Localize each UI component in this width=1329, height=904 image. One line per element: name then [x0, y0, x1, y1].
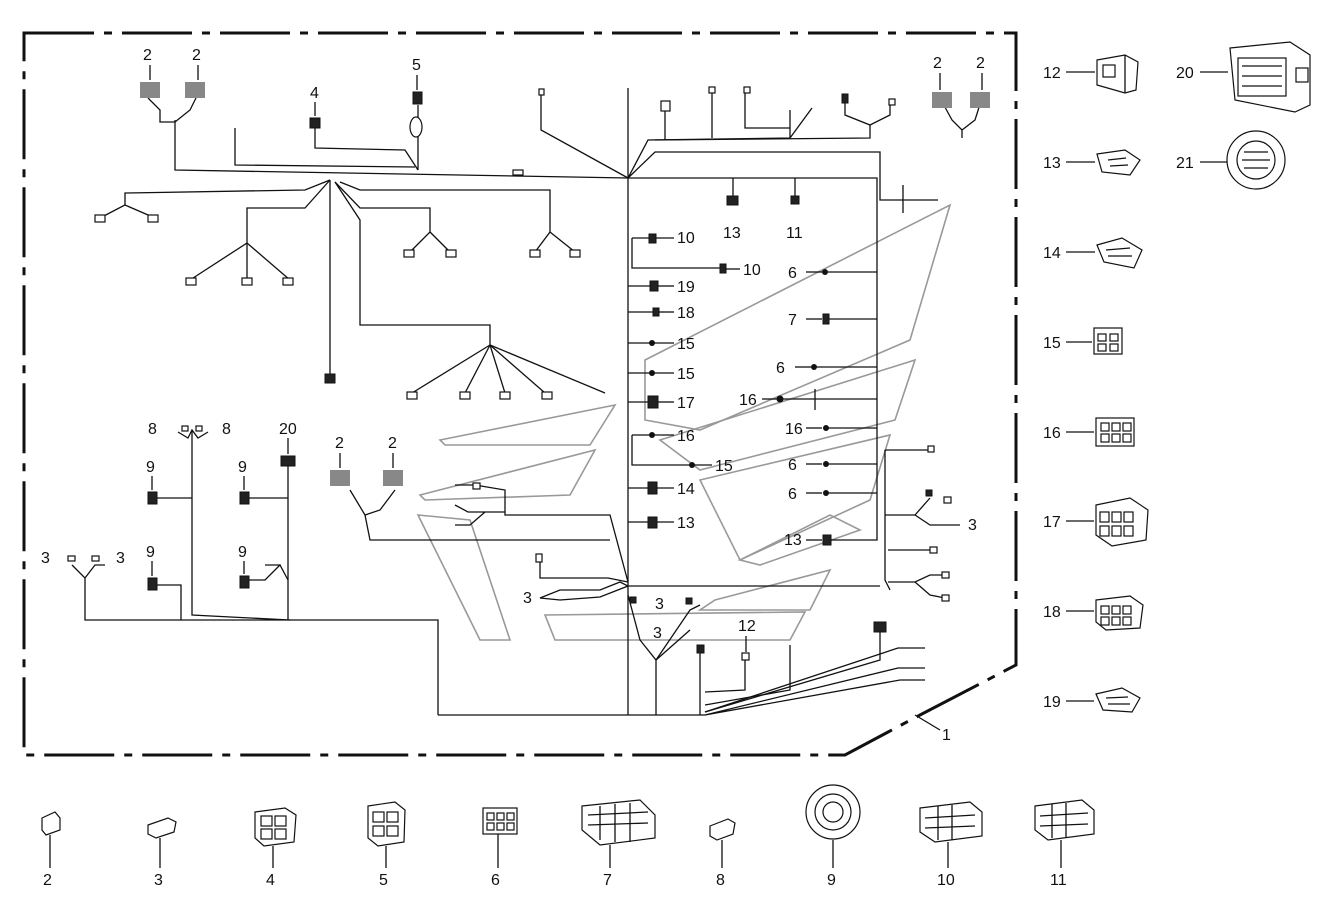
callout-20: 20	[279, 421, 297, 438]
callout-8: 8	[222, 421, 231, 438]
callout-5: 5	[412, 57, 421, 74]
part-label-8: 8	[716, 872, 725, 889]
callout-2: 2	[976, 55, 985, 72]
callout-10: 10	[743, 262, 761, 279]
callout-19: 19	[677, 279, 695, 296]
callout-8: 8	[148, 421, 157, 438]
part-label-4: 4	[266, 872, 275, 889]
part-10-connector	[919, 801, 983, 843]
part-6-connector	[482, 807, 518, 835]
callout-13: 13	[677, 515, 695, 532]
callout-6: 6	[788, 486, 797, 503]
callout-3: 3	[523, 590, 532, 607]
harness-wires	[71, 88, 983, 716]
part-label-12: 12	[1043, 65, 1061, 82]
part-label-19: 19	[1043, 694, 1061, 711]
part-18-connector	[1095, 595, 1144, 631]
part-15-connector	[1093, 327, 1123, 355]
callout-13: 13	[723, 225, 741, 242]
part-label-17: 17	[1043, 514, 1061, 531]
callout-2: 2	[933, 55, 942, 72]
part-label-7: 7	[603, 872, 612, 889]
part-label-2: 2	[43, 872, 52, 889]
part-label-18: 18	[1043, 604, 1061, 621]
part-8-connector	[709, 818, 736, 841]
harness-frame	[22, 31, 1018, 757]
callout-17: 17	[677, 395, 695, 412]
callout-7: 7	[788, 312, 797, 329]
part-label-5: 5	[379, 872, 388, 889]
callout-15: 15	[715, 458, 733, 475]
callout-3: 3	[968, 517, 977, 534]
callout-3: 3	[41, 550, 50, 567]
callout-9: 9	[146, 544, 155, 561]
frame-leader	[914, 714, 941, 731]
part-label-14: 14	[1043, 245, 1061, 262]
callout-9: 9	[146, 459, 155, 476]
callout-6: 6	[788, 457, 797, 474]
part-3-connector	[147, 817, 177, 839]
callout-16: 16	[739, 392, 757, 409]
callout-2: 2	[192, 47, 201, 64]
part-label-11: 11	[1050, 872, 1067, 889]
part-17-connector	[1095, 497, 1149, 547]
part-11-connector	[1034, 799, 1095, 841]
part-13-connector	[1096, 149, 1141, 176]
callout-9: 9	[238, 544, 247, 561]
callout-18: 18	[677, 305, 695, 322]
part-20-connector	[1229, 41, 1311, 113]
callout-6: 6	[776, 360, 785, 377]
callout-3: 3	[116, 550, 125, 567]
part-14-connector	[1096, 237, 1143, 269]
part-label-21: 21	[1176, 155, 1194, 172]
part-7-connector	[581, 799, 656, 846]
callout-2: 2	[143, 47, 152, 64]
side-parts: 12 20 13 21	[1043, 41, 1311, 713]
callout-15: 15	[677, 336, 695, 353]
junction-dots	[649, 269, 829, 496]
part-4-connector	[254, 807, 297, 847]
harness-connectors	[67, 82, 990, 661]
callout-16: 16	[677, 428, 695, 445]
part-21-connector	[1226, 130, 1286, 190]
part-2-connector	[41, 811, 61, 836]
part-16-connector	[1095, 417, 1135, 447]
callout-3: 3	[653, 625, 662, 642]
callout-2: 2	[388, 435, 397, 452]
part-9-connector	[805, 784, 861, 840]
part-12-connector	[1096, 54, 1139, 94]
callout-4: 4	[310, 85, 319, 102]
bottom-parts: 2 3 4 5	[41, 784, 1095, 889]
callout-10: 10	[677, 230, 695, 247]
watermark	[416, 203, 952, 641]
callout-2: 2	[335, 435, 344, 452]
callout-12: 12	[738, 618, 756, 635]
part-label-6: 6	[491, 872, 500, 889]
callout-15: 15	[677, 366, 695, 383]
callout-16: 16	[785, 421, 803, 438]
part-label-13: 13	[1043, 155, 1061, 172]
callout-3: 3	[655, 596, 664, 613]
part-label-16: 16	[1043, 425, 1061, 442]
part-label-20: 20	[1176, 65, 1194, 82]
callout-11: 11	[786, 225, 803, 242]
part-5-connector	[367, 801, 406, 847]
part-label-15: 15	[1043, 335, 1061, 352]
callout-1: 1	[942, 727, 951, 744]
part-label-10: 10	[937, 872, 955, 889]
harness-callouts: 2 2 2 2 2 2 4 5 13 11 10 10 6 19 18 7 15…	[41, 47, 985, 652]
callout-6: 6	[788, 265, 797, 282]
part-label-9: 9	[827, 872, 836, 889]
callout-9: 9	[238, 459, 247, 476]
part-19-connector	[1095, 687, 1141, 713]
callout-13: 13	[784, 532, 802, 549]
part-label-3: 3	[154, 872, 163, 889]
callout-14: 14	[677, 481, 695, 498]
